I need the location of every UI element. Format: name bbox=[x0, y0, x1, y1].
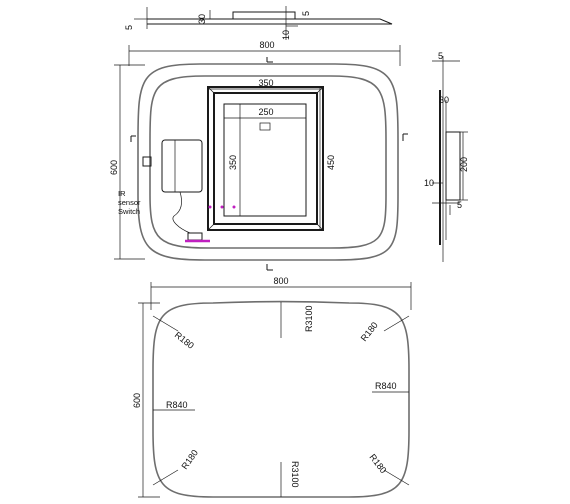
side-wall-bracket bbox=[445, 131, 461, 201]
sensor-label-ir: IR bbox=[118, 189, 126, 198]
radius-label-tl: R180 bbox=[173, 330, 196, 351]
magenta-dot-3 bbox=[232, 205, 236, 209]
side-view: 5 30 200 10 5 bbox=[424, 51, 469, 262]
cabinet-inner-door bbox=[223, 103, 307, 217]
frame-corner-tl bbox=[207, 86, 215, 94]
top-left-5-label: 5 bbox=[124, 25, 134, 30]
leader-tl bbox=[152, 315, 179, 332]
radius-label-top: R3100 bbox=[304, 305, 314, 332]
sensor-label-sensor: sensor bbox=[118, 198, 141, 207]
shape-width-label: 800 bbox=[273, 276, 288, 286]
ir-sensor-box bbox=[142, 156, 152, 167]
radius-label-right: R840 bbox=[375, 381, 397, 391]
magenta-dot-2 bbox=[220, 205, 224, 209]
leader-br bbox=[383, 469, 410, 486]
radius-label-br: R180 bbox=[367, 452, 388, 475]
shape-view: 800 600 R180 R180 R180 R180 R3100 R3100 … bbox=[132, 276, 412, 498]
demister-box bbox=[161, 139, 203, 193]
top-depth-30-label: 30 bbox=[197, 14, 207, 24]
radius-label-bl: R180 bbox=[179, 448, 200, 471]
side-depth-30-label: 30 bbox=[439, 95, 449, 105]
section-arrow-top bbox=[266, 57, 273, 63]
outer-frame-height-label: 450 bbox=[326, 155, 336, 170]
inner-frame-width-label: 250 bbox=[258, 107, 273, 117]
magenta-dot-1 bbox=[208, 205, 212, 209]
mirror-shape-outline bbox=[152, 300, 410, 498]
section-arrow-right bbox=[402, 133, 408, 141]
shape-height-label: 600 bbox=[132, 393, 142, 408]
side-bottom-5-label: 5 bbox=[457, 200, 462, 210]
radius-label-tr: R180 bbox=[359, 320, 380, 343]
radius-label-left: R840 bbox=[166, 400, 188, 410]
section-arrow-bottom bbox=[266, 264, 273, 271]
inner-frame-height-label: 350 bbox=[228, 155, 238, 170]
side-bracket-200-label: 200 bbox=[459, 157, 469, 172]
leader-tr bbox=[383, 315, 410, 332]
side-top-5-label: 5 bbox=[438, 51, 443, 61]
sensor-cable bbox=[172, 191, 191, 234]
side-gap-10-label: 10 bbox=[424, 178, 434, 188]
top-view: 5 30 10 5 bbox=[124, 6, 393, 40]
top-view-profile bbox=[147, 18, 393, 25]
mirror-outer-edge bbox=[137, 63, 399, 261]
demister-unit bbox=[142, 139, 236, 243]
switch-box bbox=[187, 232, 203, 241]
cabinet-outer-frame bbox=[207, 86, 324, 231]
cabinet-small-panel bbox=[259, 122, 271, 131]
cabinet-mid-frame bbox=[213, 92, 318, 225]
top-gap-10-label: 10 bbox=[281, 30, 291, 40]
section-arrow-left bbox=[130, 135, 136, 142]
frame-corner-bl bbox=[207, 223, 215, 231]
front-width-label: 800 bbox=[259, 40, 274, 50]
outer-frame-width-label: 350 bbox=[258, 78, 273, 88]
mirror-inner-led-band bbox=[149, 75, 387, 249]
front-view: 800 600 350 250 350 450 bbox=[109, 40, 408, 271]
front-height-label: 600 bbox=[109, 160, 119, 175]
sensor-label-switch: Switch bbox=[118, 207, 140, 216]
top-view-bracket bbox=[232, 11, 296, 20]
top-right-5-label: 5 bbox=[301, 11, 311, 16]
leader-bl bbox=[152, 469, 179, 486]
radius-label-bottom: R3100 bbox=[290, 461, 300, 488]
